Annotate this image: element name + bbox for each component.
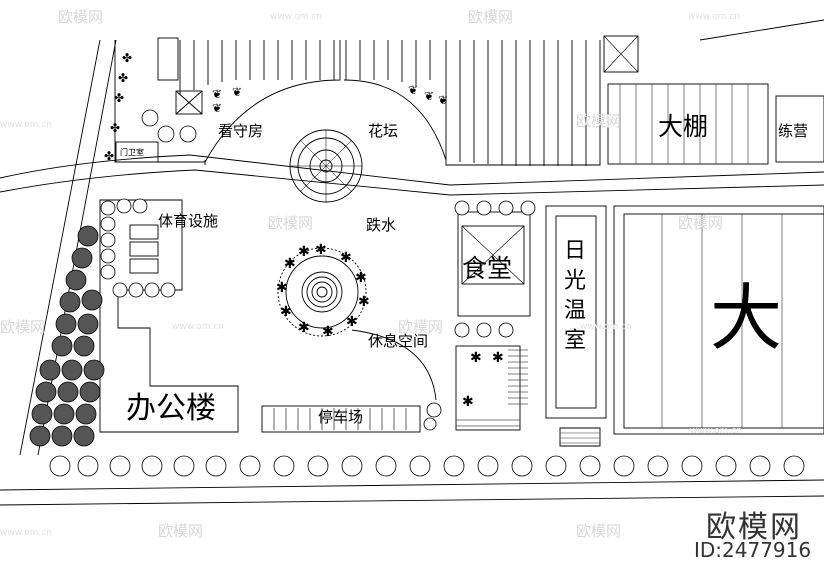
svg-text:✱: ✱ xyxy=(470,350,482,366)
label-greenhouse-big: 大棚 xyxy=(658,112,709,141)
svg-text:✤: ✤ xyxy=(118,71,128,85)
watermark-logo: 欧模网 xyxy=(576,112,622,130)
gate-pillar xyxy=(157,37,179,81)
label-guard-house: 看守房 xyxy=(218,122,264,140)
watermark-logo: 欧模网 xyxy=(468,8,514,26)
svg-text:✤: ✤ xyxy=(122,51,132,65)
svg-text:✱: ✱ xyxy=(492,350,504,366)
watermark-logo: 欧模网 xyxy=(158,522,204,540)
fountain-circle xyxy=(277,247,367,337)
svg-text:✱: ✱ xyxy=(358,294,370,310)
svg-text:❦: ❦ xyxy=(408,83,418,97)
watermark-logo: 欧模网 xyxy=(0,318,46,336)
road-edge xyxy=(19,39,101,456)
rest-space-path xyxy=(351,329,437,401)
label-gate-room: 门卫室 xyxy=(120,148,144,157)
road-edge xyxy=(0,169,824,196)
svg-text:❦: ❦ xyxy=(438,93,448,107)
watermark-logo: 欧模网 xyxy=(268,214,314,232)
svg-text:✱: ✱ xyxy=(298,320,310,336)
sports-facility-courts xyxy=(129,224,159,274)
office-building-outline xyxy=(99,199,239,433)
svg-text:✤: ✤ xyxy=(104,149,114,163)
parking-lot-area xyxy=(261,405,421,433)
training-building xyxy=(775,95,824,163)
garden-edge xyxy=(429,40,601,166)
label-flower-bed: 花坛 xyxy=(368,122,399,140)
gate-wall xyxy=(114,40,341,163)
svg-text:✱: ✱ xyxy=(322,324,334,340)
brand-id-text: ID:2477916 xyxy=(694,538,812,562)
svg-text:❦: ❦ xyxy=(424,89,434,103)
paving-stripes xyxy=(179,40,587,166)
big-greenhouse-outer xyxy=(607,83,769,165)
svg-text:❦: ❦ xyxy=(212,87,222,101)
svg-text:✱: ✱ xyxy=(340,250,352,266)
watermark-logo: 欧模网 xyxy=(576,522,622,540)
svg-text:✱: ✱ xyxy=(315,242,327,258)
svg-text:✱: ✱ xyxy=(298,244,310,260)
label-canteen: 食堂 xyxy=(462,254,513,283)
svg-text:✱: ✱ xyxy=(462,394,474,410)
road-edge xyxy=(0,154,824,186)
label-sports-facility: 体育设施 xyxy=(158,212,219,230)
label-large-greenhouse: 大 xyxy=(710,276,783,360)
watermark-logo: 欧模网 xyxy=(678,214,724,232)
svg-text:✤: ✤ xyxy=(114,91,124,105)
svg-text:✱: ✱ xyxy=(276,280,288,296)
svg-text:✱: ✱ xyxy=(346,314,358,330)
watermark-logo: 欧模网 xyxy=(398,318,444,336)
gate-room-box xyxy=(115,141,159,163)
watermark-url: www.om.cn xyxy=(580,322,632,332)
plaza-curve xyxy=(343,79,447,161)
rest-garden-box xyxy=(455,345,521,431)
label-fountain: 跌水 xyxy=(366,216,397,234)
watermark-url: www.om.cn xyxy=(688,12,740,22)
label-sunlight-greenhouse: 日光温室 xyxy=(560,238,585,358)
svg-text:✱: ✱ xyxy=(284,256,296,272)
tree-row-bottom xyxy=(49,455,805,477)
canteen-outline xyxy=(457,211,531,317)
svg-text:✱: ✱ xyxy=(280,304,292,320)
watermark-url: www.om.cn xyxy=(0,528,52,538)
watermark-logo: 欧模网 xyxy=(58,8,104,26)
watermark-url: www.om.cn xyxy=(270,12,322,22)
road-edge xyxy=(0,479,824,491)
tree-cluster-left xyxy=(29,225,105,447)
label-training: 练营 xyxy=(778,122,809,140)
label-parking-lot: 停车场 xyxy=(318,408,364,426)
watermark-url: www.om.cn xyxy=(0,120,52,130)
svg-text:❦: ❦ xyxy=(232,85,242,99)
watermark-url: www.om.cn xyxy=(690,426,742,436)
fountain-palms: ✱✱✱ ✱✱✱ ✱✱✱ ✱✱ ✱✱✱ xyxy=(276,242,504,410)
road-edge xyxy=(0,495,824,506)
label-rest-space: 休息空间 xyxy=(368,332,429,350)
sunlight-greenhouse-outer xyxy=(545,205,607,419)
pinwheel-shrubs: ✤✤✤ ✤✤ ❦❦❦ ❦❦❦ xyxy=(104,51,448,163)
guard-house-box xyxy=(175,90,203,115)
large-greenhouse-outer xyxy=(613,205,824,435)
watermark-url: www.om.cn xyxy=(172,322,224,332)
brand-logo-text: 欧模网 xyxy=(706,510,802,545)
svg-text:✤: ✤ xyxy=(110,121,120,135)
flower-bed-circle xyxy=(289,129,363,203)
tree-cluster-sports xyxy=(100,109,536,431)
label-office-building: 办公楼 xyxy=(126,391,216,426)
svg-text:✱: ✱ xyxy=(355,270,367,286)
svg-text:❦: ❦ xyxy=(212,101,222,115)
